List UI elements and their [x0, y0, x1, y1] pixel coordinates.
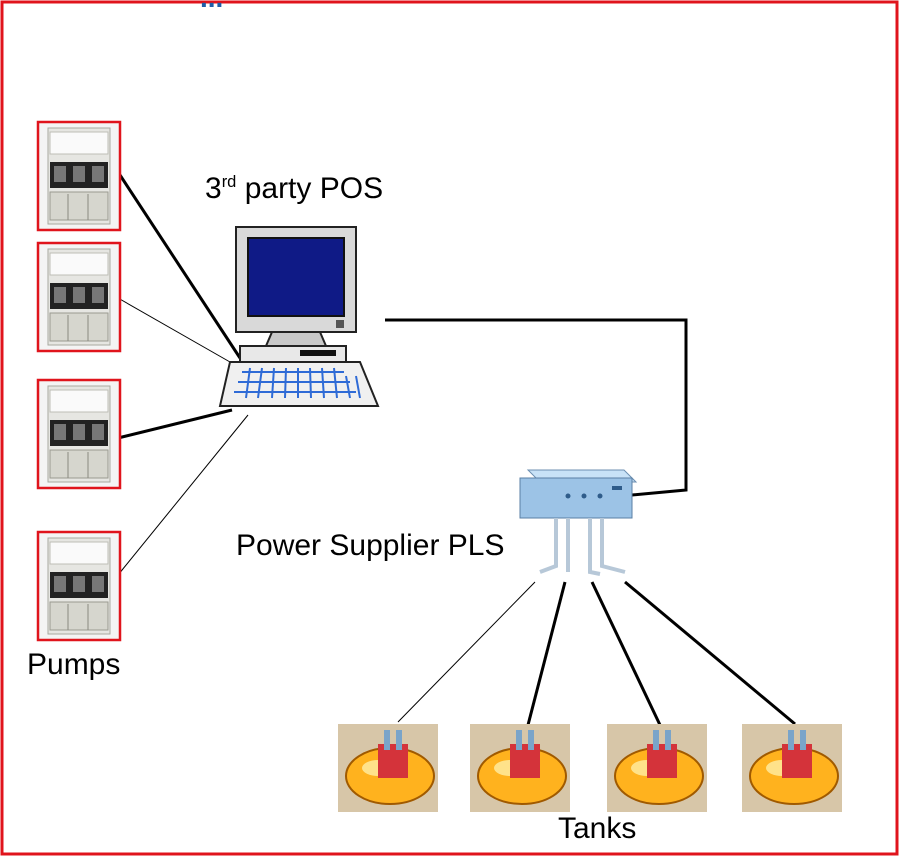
tank-connections — [397, 580, 796, 726]
tanks-label: Tanks — [558, 812, 637, 845]
pump-2 — [36, 241, 122, 353]
pls-label: Power Supplier PLS — [236, 529, 505, 562]
tank-3-connection — [590, 581, 662, 726]
pos-to-pls-connection — [385, 318, 688, 497]
pump-3-connection — [117, 408, 233, 440]
pump-4-connection — [117, 414, 249, 576]
pump-3 — [36, 378, 122, 490]
tanks — [338, 724, 842, 812]
pump-connections — [116, 171, 249, 576]
pump-1 — [36, 120, 122, 232]
tank-4 — [742, 724, 842, 812]
pls-device-icon — [519, 469, 638, 576]
tank-1-connection — [397, 581, 536, 723]
pos-computer-icon — [218, 226, 380, 407]
pump-4 — [36, 530, 122, 642]
pump-1-connection — [116, 171, 242, 359]
tank-4-connection — [624, 580, 796, 726]
tank-1 — [338, 724, 438, 812]
tank-3 — [607, 724, 707, 812]
pump-2-connection — [117, 297, 231, 363]
tank-2 — [470, 724, 570, 812]
diagram-title-partial: ... — [200, 0, 223, 14]
pumps — [36, 120, 122, 642]
tank-2-connection — [526, 581, 567, 726]
pos-label: 3rd party POS — [205, 172, 384, 205]
pumps-label: Pumps — [27, 648, 121, 681]
